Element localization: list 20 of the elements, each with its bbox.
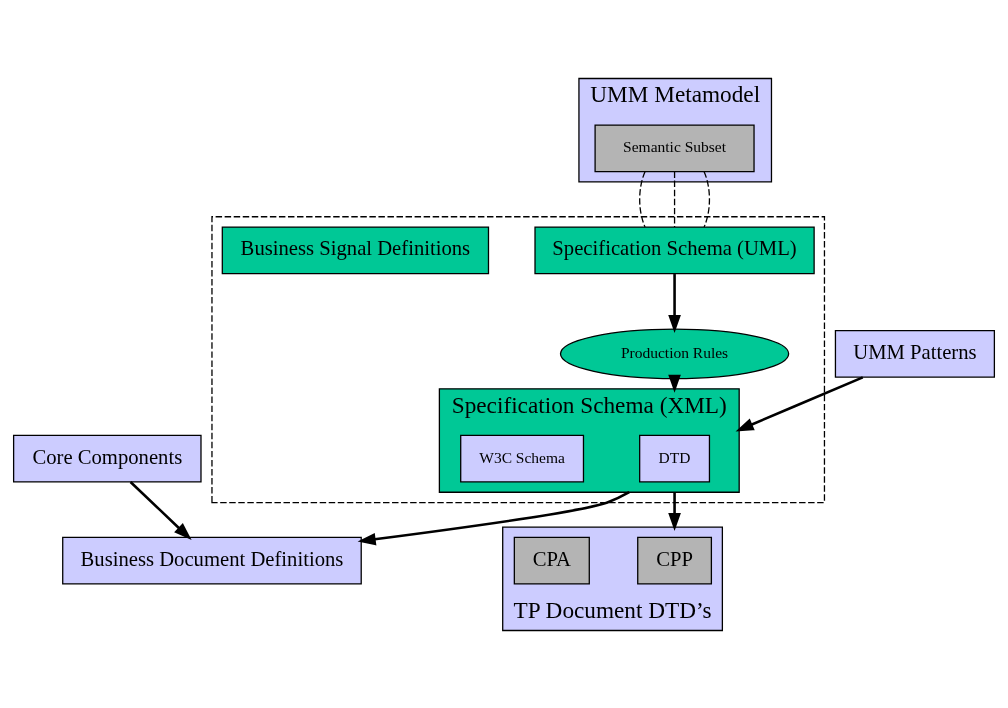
- connector: [639, 170, 646, 228]
- node-box: CPP: [637, 536, 713, 585]
- node-box: UMM Patterns: [834, 329, 996, 378]
- node-box: W3C Schema: [460, 434, 585, 483]
- arrow: [668, 491, 681, 531]
- node-box: DTD: [639, 434, 711, 483]
- arrow: [129, 480, 192, 540]
- cluster: [211, 215, 826, 503]
- arrow: [668, 273, 681, 333]
- node-box: Core Components: [12, 434, 202, 483]
- arrow: [735, 375, 864, 431]
- arrow: [357, 490, 630, 545]
- node-box: Specification Schema (UML): [534, 225, 815, 274]
- node-box: CPA: [513, 536, 590, 585]
- connector: [673, 170, 676, 228]
- node-box: Semantic Subset: [594, 123, 755, 172]
- connector: [703, 170, 711, 228]
- arrow: [668, 374, 681, 393]
- node-box: Business Document Definitions: [62, 536, 362, 585]
- node-box: Business Signal Definitions: [221, 225, 490, 274]
